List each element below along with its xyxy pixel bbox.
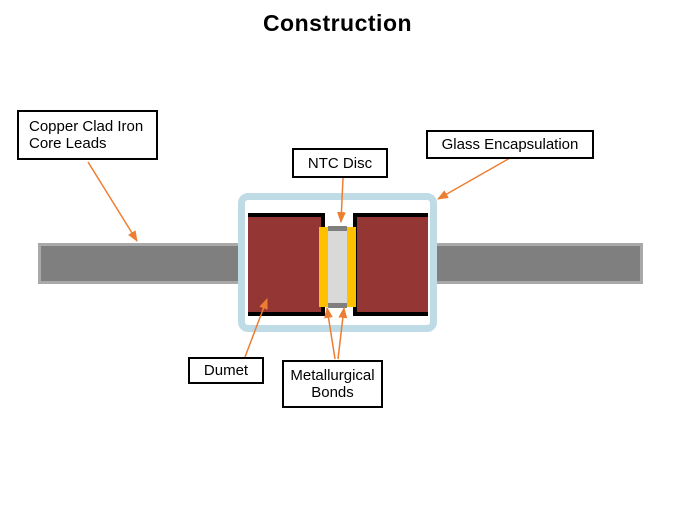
arrow-metallurgical-bond-right [337, 306, 348, 360]
label-metal-line2: Bonds [311, 384, 354, 401]
label-glass-encapsulation: Glass Encapsulation [426, 130, 594, 159]
page-title: Construction [262, 10, 413, 36]
label-copper-line2: Core Leads [29, 135, 107, 152]
metallurgical-bond-right [347, 227, 356, 307]
label-ntc-text: NTC Disc [307, 154, 373, 172]
ntc-disc-top-electrode [328, 226, 347, 231]
label-ntc-disc: NTC Disc [292, 148, 388, 178]
label-metal-line1: Metallurgical [290, 367, 375, 384]
label-copper-line1: Copper Clad Iron [29, 118, 144, 135]
arrow-dumet [244, 297, 268, 358]
arrow-metallurgical-bond-left [324, 306, 336, 360]
arrow-ntc-disc [337, 177, 346, 224]
label-glass-text: Glass Encapsulation [441, 136, 579, 153]
label-dumet: Dumet [188, 357, 264, 384]
ntc-disc-bottom-electrode [328, 303, 347, 308]
label-copper-clad-iron-core-leads: Copper Clad Iron Core Leads [17, 110, 158, 160]
ntc-disc [328, 226, 347, 308]
arrow-glass-encapsulation [437, 157, 511, 200]
label-dumet-text: Dumet [203, 362, 249, 379]
metallurgical-bond-left [319, 227, 328, 307]
label-metallurgical-bonds: Metallurgical Bonds [282, 360, 383, 408]
arrow-copper-clad-lead [87, 161, 138, 242]
